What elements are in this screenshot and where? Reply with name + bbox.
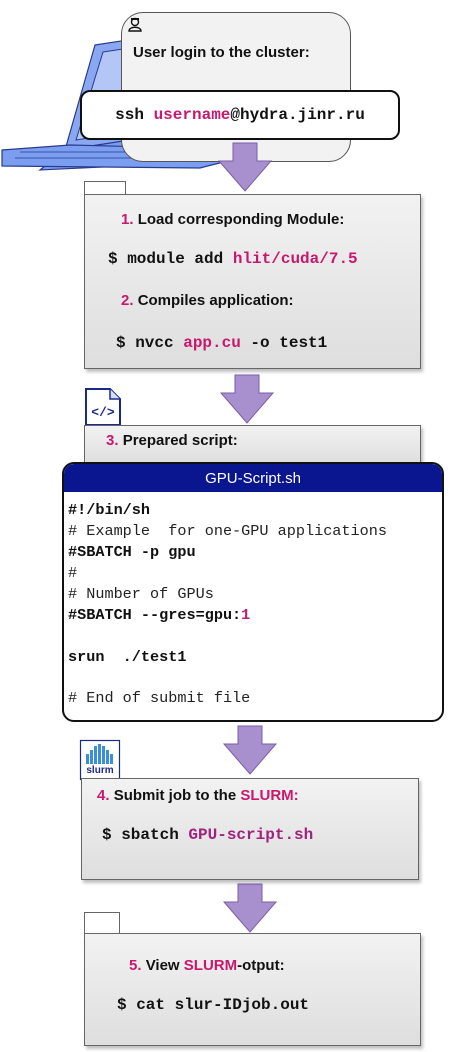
step-2-label: 2. Compiles application: [121,292,294,309]
step-2-text: Compiles application: [137,292,294,309]
step-1-cmd-prefix: $ module add [108,250,233,268]
step-2-cmd-arg: app.cu [183,334,241,352]
login-title: User login to the cluster: [133,44,310,61]
step-2-cmd-suffix: -o test1 [240,334,328,352]
step-box-module-compile [84,194,421,369]
step-4-highlight: SLURM: [240,787,299,804]
step-box-output [84,933,421,1046]
user-icon [128,17,142,32]
ssh-username: username [153,106,231,124]
down-arrow-icon [217,142,273,192]
script-line: # [68,564,78,582]
script-line-gres: #SBATCH --gres=gpu:1 [68,606,250,624]
step-2-number: 2. [121,292,134,309]
gpu-count: 1 [241,606,251,624]
down-arrow-icon [219,374,275,424]
script-title: GPU-Script.sh [64,464,442,492]
script-line: srun ./test1 [68,648,187,666]
folder-tab [84,912,120,934]
step-4-text: Submit job to the [113,787,241,804]
slurm-logo-text: slurm [86,765,113,776]
script-line: #!/bin/sh [68,501,151,519]
ssh-prefix: ssh [115,106,154,124]
step-1-number: 1. [121,211,134,228]
step-4-label: 4. Submit job to the SLURM: [97,787,299,804]
ssh-command-box: ssh username@hydra.jinr.ru [80,90,400,140]
step-3-label: 3. Prepared script: [106,432,238,449]
ssh-host: @hydra.jinr.ru [230,106,365,124]
step-2-cmd-prefix: $ nvcc [116,334,184,352]
svg-text:</>: </> [91,405,115,420]
script-line: #SBATCH --gres=gpu: [68,606,242,624]
step-3-text: Prepared script: [122,432,238,449]
step-5-text: View [145,957,184,974]
script-line: # Number of GPUs [68,585,214,603]
step-5-label: 5. View SLURM-otput: [129,957,285,974]
script-window: GPU-Script.sh #!/bin/sh # Example for on… [62,462,444,722]
code-file-icon: </> [85,388,121,426]
down-arrow-icon [222,883,278,933]
step-1-text: Load corresponding Module: [137,211,345,228]
down-arrow-icon [222,725,278,775]
step-box-submit [81,778,419,880]
step-2-command: $ nvcc app.cu -o test1 [116,334,327,352]
folder-tab [84,181,126,195]
slurm-logo-icon: slurm [79,739,121,781]
step-4-command: $ sbatch GPU-script.sh [102,826,313,844]
script-line: #SBATCH -p gpu [68,543,196,561]
script-line: # End of submit file [68,689,251,707]
step-1-label: 1. Load corresponding Module: [121,211,344,228]
script-line: # Example for one-GPU applications [68,522,387,540]
step-4-number: 4. [97,787,110,804]
step-5-suffix: -otput: [237,957,285,974]
step-1-command: $ module add hlit/cuda/7.5 [108,250,358,268]
step-4-cmd-prefix: $ sbatch [102,826,189,844]
step-5-number: 5. [129,957,142,974]
step-5-command: $ cat slur-IDjob.out [117,996,310,1014]
step-5-highlight: SLURM [183,957,238,974]
step-3-number: 3. [106,432,119,449]
step-4-cmd-arg: GPU-script.sh [188,826,314,844]
step-1-cmd-arg: hlit/cuda/7.5 [232,250,358,268]
